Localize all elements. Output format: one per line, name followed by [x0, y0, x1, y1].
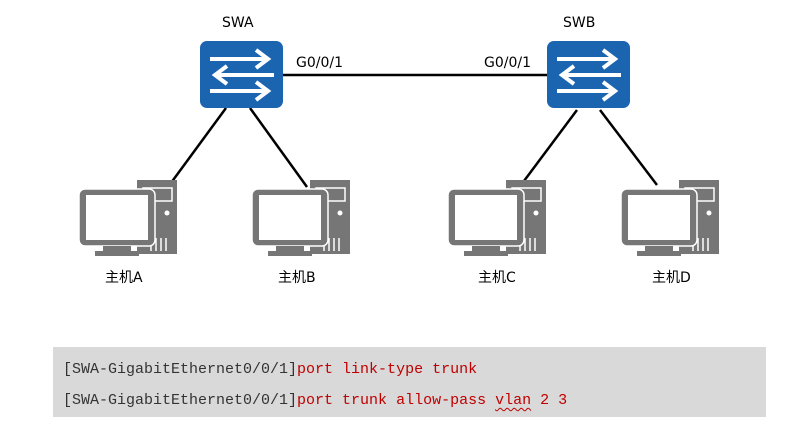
cli-command: port link-type trunk: [297, 361, 478, 378]
cli-command-part: port trunk allow-pass: [297, 392, 496, 409]
spellcheck-flagged-word: vlan: [495, 392, 532, 409]
link-swb-host-d: [599, 109, 658, 186]
host-a-label: 主机A: [105, 270, 143, 286]
switch-swb-label: SWB: [563, 15, 595, 31]
cli-prompt: [SWA-GigabitEthernet0/0/1]: [63, 392, 298, 409]
code-line-2: [SWA-GigabitEthernet0/0/1]port trunk all…: [63, 392, 567, 409]
computer-icon: [620, 179, 720, 257]
link-swb-host-c: [519, 109, 579, 186]
swa-port-label: G0/0/1: [296, 55, 343, 71]
code-line-1: [SWA-GigabitEthernet0/0/1]port link-type…: [63, 361, 477, 378]
switch-icon: [545, 39, 632, 110]
link-swa-host-b: [248, 107, 309, 188]
computer-icon: [78, 179, 178, 257]
host-a[interactable]: [78, 179, 178, 257]
topology-diagram: SWA SWB G0/0/1 G0/0/1 主机A 主机B 主机C 主机D: [78, 15, 720, 286]
host-b-label: 主机B: [278, 270, 316, 286]
host-d-label: 主机D: [652, 270, 691, 286]
cli-command: port trunk allow-pass vlan 2 3: [297, 392, 567, 409]
switch-icon: [198, 39, 285, 110]
host-d[interactable]: [620, 179, 720, 257]
computer-icon: [447, 179, 547, 257]
switch-swa[interactable]: [198, 39, 285, 110]
swb-port-label: G0/0/1: [484, 55, 531, 71]
link-swa-host-a: [166, 107, 228, 188]
cli-prompt: [SWA-GigabitEthernet0/0/1]: [63, 361, 298, 378]
computer-icon: [251, 179, 351, 257]
switch-swb[interactable]: [545, 39, 632, 110]
host-b[interactable]: [251, 179, 351, 257]
switch-swa-label: SWA: [222, 15, 254, 31]
host-c-label: 主机C: [478, 270, 516, 286]
cli-command-part: 2 3: [531, 392, 568, 409]
config-code-block: [SWA-GigabitEthernet0/0/1]port link-type…: [53, 347, 766, 417]
host-c[interactable]: [447, 179, 547, 257]
